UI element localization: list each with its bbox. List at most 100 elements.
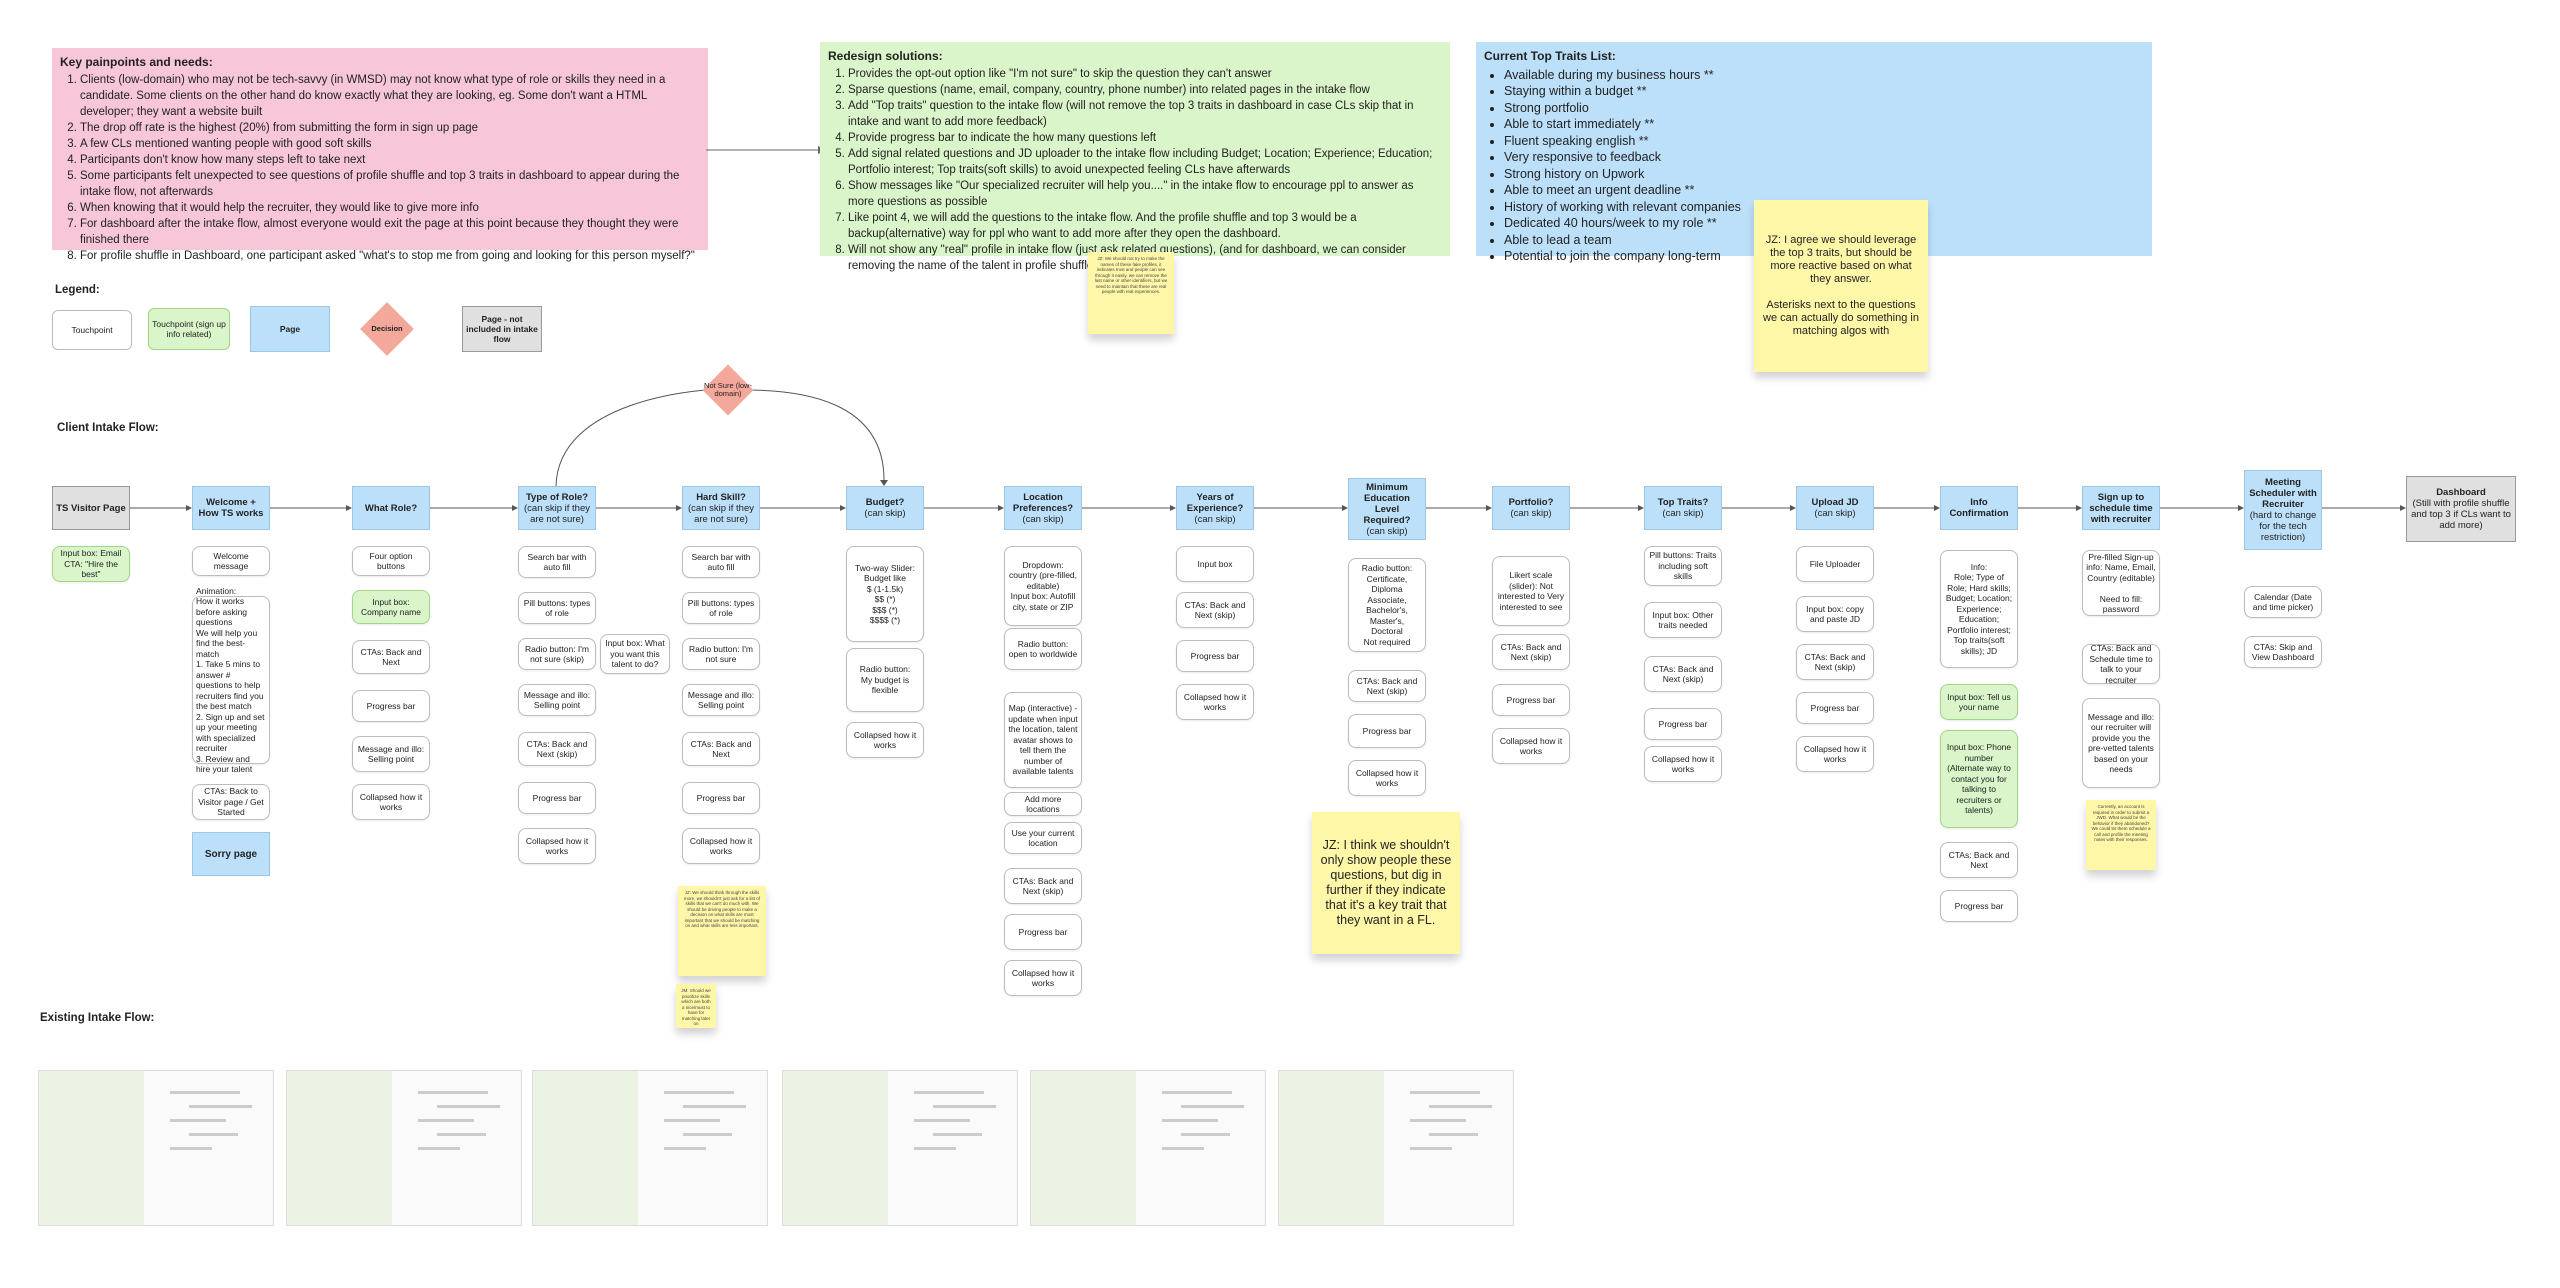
legend-decision: Decision — [371, 323, 403, 333]
flow-touchpoint: Radio button: I'm not sure — [682, 638, 760, 670]
sticky-note-jz-traits: JZ: I agree we should leverage the top 3… — [1754, 200, 1928, 372]
flow-touchpoint: Radio button: My budget is flexible — [846, 648, 924, 712]
sticky-note-signup: Currently, an account is required in ord… — [2086, 800, 2156, 870]
trait-item: Strong history on Upwork — [1504, 166, 2144, 183]
flow-page-subtitle: (can skip if they are not sure) — [688, 502, 754, 525]
flow-touchpoint: Radio button: open to worldwide — [1004, 628, 1082, 670]
existing-flow-label: Existing Intake Flow: — [40, 1012, 155, 1024]
top-traits-panel: Current Top Traits List: Available durin… — [1476, 42, 2152, 263]
flow-touchpoint: Add more locations — [1004, 792, 1082, 816]
flow-touchpoint: Input box: Other traits needed — [1644, 602, 1722, 638]
flow-touchpoint: Message and illo: Selling point — [518, 684, 596, 716]
existing-flow-screenshot — [1278, 1070, 1514, 1226]
flow-touchpoint: CTAs: Back and Next — [1940, 842, 2018, 878]
trait-item: History of working with relevant compani… — [1504, 199, 2144, 216]
flow-page: Location Preferences?(can skip) — [1004, 486, 1082, 530]
flow-page: Sign up to schedule time with recruiter — [2082, 486, 2160, 530]
painpoints-list: Clients (low-domain) who may not be tech… — [60, 72, 700, 264]
painpoint-item: When knowing that it would help the recr… — [80, 200, 700, 216]
flow-touchpoint: Collapsed how it works — [846, 722, 924, 758]
redesign-item: Provides the opt-out option like "I'm no… — [848, 66, 1442, 82]
flow-touchpoint: Progress bar — [1644, 708, 1722, 740]
flow-touchpoint: Radio button: I'm not sure (skip) — [518, 638, 596, 670]
flow-touchpoint: CTAs: Back and Next — [682, 732, 760, 766]
legend-title: Legend: — [55, 284, 100, 296]
flow-touchpoint: Message and illo: Selling point — [352, 736, 430, 772]
redesign-list: Provides the opt-out option like "I'm no… — [828, 66, 1442, 274]
flow-page-title: Welcome + How TS works — [198, 497, 264, 519]
flow-touchpoint: Collapsed how it works — [1644, 746, 1722, 782]
flow-touchpoint: CTAs: Back and Next (skip) — [1796, 644, 1874, 680]
flow-touchpoint: Progress bar — [1004, 914, 1082, 950]
trait-item: Available during my business hours ** — [1504, 67, 2144, 84]
painpoint-item: For dashboard after the intake flow, alm… — [80, 216, 700, 248]
sticky-note-jz-education: JZ: I think we shouldn't only show peopl… — [1312, 812, 1460, 954]
painpoint-item: Clients (low-domain) who may not be tech… — [80, 72, 700, 120]
flow-touchpoint: Progress bar — [1492, 684, 1570, 716]
flow-touchpoint: Input box: Company name — [352, 590, 430, 624]
flow-page-title: Top Traits? — [1657, 497, 1709, 508]
existing-flow-screenshot — [38, 1070, 274, 1226]
flow-page: Dashboard(Still with profile shuffle and… — [2406, 476, 2516, 542]
redesign-title: Redesign solutions: — [828, 49, 943, 63]
flow-page: Meeting Scheduler with Recruiter(hard to… — [2244, 470, 2322, 550]
flow-touchpoint: Calendar (Date and time picker) — [2244, 586, 2322, 618]
flow-page: Upload JD(can skip) — [1796, 486, 1874, 530]
flow-page-title: Hard Skill? — [696, 491, 746, 503]
flow-touchpoint: Progress bar — [352, 690, 430, 722]
flow-touchpoint: CTAs: Back and Schedule time to talk to … — [2082, 643, 2160, 685]
flow-page-title: Type of Role? — [525, 491, 589, 503]
painpoint-item: A few CLs mentioned wanting people with … — [80, 136, 700, 152]
flow-touchpoint: Progress bar — [1176, 640, 1254, 672]
redesign-item: Show messages like "Our specialized recr… — [848, 178, 1442, 210]
trait-item: Very responsive to feedback — [1504, 149, 2144, 166]
sticky-note-jz-redesign: JZ: We should not try to make the names … — [1088, 252, 1174, 334]
existing-flow-screenshot — [286, 1070, 522, 1226]
redesign-item: Add signal related questions and JD uplo… — [848, 146, 1442, 178]
flow-page: Info Confirmation — [1940, 486, 2018, 530]
flow-page-title: TS Visitor Page — [56, 502, 126, 514]
flow-page-subtitle: (can skip) — [864, 508, 906, 519]
flow-touchpoint: CTAs: Back and Next (skip) — [518, 732, 596, 766]
flow-page-subtitle: (can skip) — [1366, 525, 1408, 537]
flow-touchpoint: Radio button: Certificate, Diploma Assoc… — [1348, 558, 1426, 652]
trait-item: Strong portfolio — [1504, 100, 2144, 117]
painpoint-item: For profile shuffle in Dashboard, one pa… — [80, 248, 700, 264]
flow-touchpoint: Animation: How it works before asking qu… — [192, 586, 270, 774]
flow-page: Welcome + How TS works — [192, 486, 270, 530]
painpoints-panel: Key painpoints and needs: Clients (low-d… — [52, 48, 708, 262]
legend-touchpoint-signup: Touchpoint (sign up info related) — [148, 308, 230, 350]
flow-touchpoint: Likert scale (slider): Not interested to… — [1492, 556, 1570, 626]
flow-touchpoint: Two-way Slider: Budget like $ (1-1.5k) $… — [846, 546, 924, 642]
flow-page-subtitle: (can skip) — [1662, 508, 1704, 519]
flow-page-subtitle: (hard to change for the tech restriction… — [2249, 510, 2317, 543]
trait-item: Able to lead a team — [1504, 232, 2144, 249]
flow-touchpoint: CTAs: Back and Next (skip) — [1492, 634, 1570, 670]
flow-page: What Role? — [352, 486, 430, 530]
redesign-item: Will not show any "real" profile in inta… — [848, 242, 1442, 274]
existing-flow-screenshot — [782, 1070, 1018, 1226]
flow-touchpoint: Collapsed how it works — [682, 828, 760, 864]
flow-touchpoint: Message and illo: our recruiter will pro… — [2082, 698, 2160, 788]
flow-page: Hard Skill?(can skip if they are not sur… — [682, 486, 760, 530]
flow-touchpoint: CTAs: Back and Next (skip) — [1176, 592, 1254, 628]
flow-touchpoint: Collapsed how it works — [1176, 684, 1254, 720]
side-note-type-role: Input box: What you want this talent to … — [600, 634, 670, 674]
flow-page-title: What Role? — [364, 502, 418, 514]
top-traits-title: Current Top Traits List: — [1484, 49, 1616, 63]
trait-item: Dedicated 40 hours/week to my role ** — [1504, 215, 2144, 232]
flow-touchpoint: Progress bar — [1796, 692, 1874, 724]
flow-page-title: Portfolio? — [1508, 497, 1554, 508]
sticky-note-jm-hardskill: JM: Should we prioritize skills which ar… — [676, 984, 716, 1028]
existing-flow-screenshot — [532, 1070, 768, 1226]
painpoint-item: Participants don't know how many steps l… — [80, 152, 700, 168]
flow-page-subtitle: (can skip) — [1510, 508, 1552, 519]
flow-touchpoint: Input box: Tell us your name — [1940, 684, 2018, 720]
sticky-note-jz-hardskill: JZ: We should think through the skills m… — [678, 886, 766, 976]
flow-touchpoint: Dropdown: country (pre-filled, editable)… — [1004, 546, 1082, 626]
flow-touchpoint: Welcome message — [192, 546, 270, 576]
redesign-item: Like point 4, we will add the questions … — [848, 210, 1442, 242]
painpoints-title: Key painpoints and needs: — [60, 55, 213, 69]
flow-touchpoint: Message and illo: Selling point — [682, 684, 760, 716]
redesign-panel: Redesign solutions: Provides the opt-out… — [820, 42, 1450, 272]
